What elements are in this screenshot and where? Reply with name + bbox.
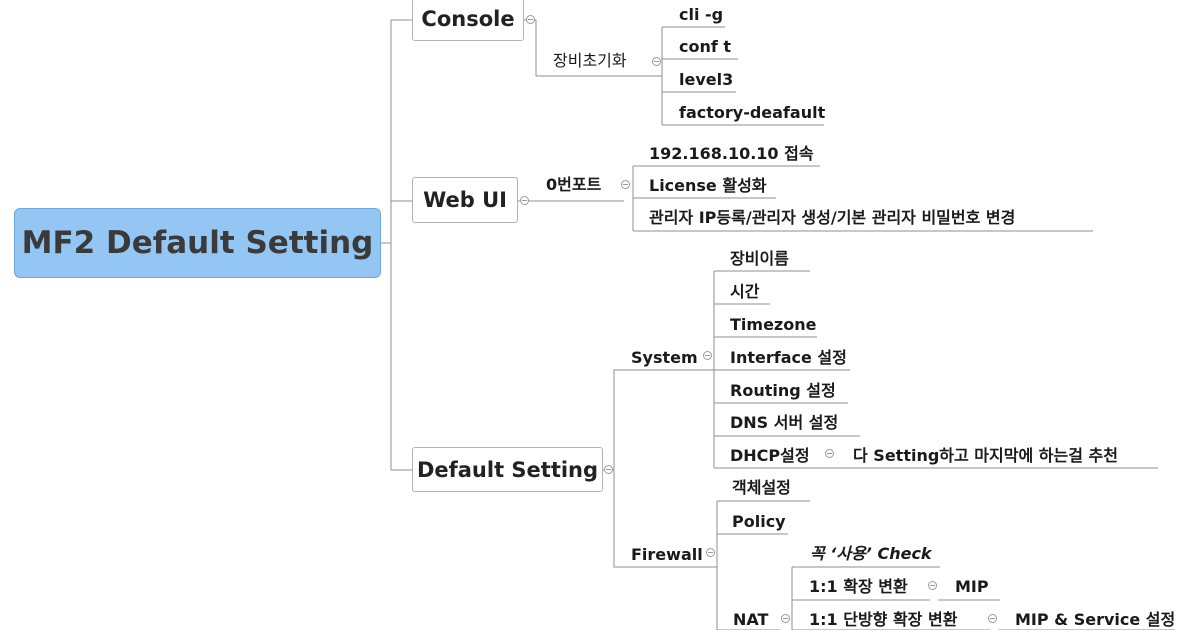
default-setting-topic[interactable]: Default Setting [412, 447, 603, 492]
init-topic[interactable]: 장비초기화 [553, 51, 627, 70]
firewall-item[interactable]: Policy [732, 512, 786, 531]
default-setting-collapse-icon[interactable] [604, 465, 613, 474]
system-topic[interactable]: System [631, 348, 698, 367]
nat-row2-label[interactable]: 1:1 단방향 확장 변환 [809, 610, 958, 629]
port-item[interactable]: 관리자 IP등록/관리자 생성/기본 관리자 비밀번호 변경 [649, 208, 1016, 227]
nat-topic[interactable]: NAT [733, 610, 769, 629]
port-collapse-icon[interactable] [621, 180, 630, 189]
nat-row1-child[interactable]: MIP [955, 577, 989, 596]
console-collapse-icon[interactable] [526, 15, 535, 24]
dhcp-note[interactable]: 다 Setting하고 마지막에 하는걸 추천 [853, 446, 1118, 465]
nat-row1-collapse-icon[interactable] [928, 581, 937, 590]
system-item[interactable]: 장비이름 [730, 249, 789, 268]
init-collapse-icon[interactable] [652, 57, 661, 66]
firewall-collapse-icon[interactable] [706, 548, 715, 557]
nat-row1-label[interactable]: 1:1 확장 변환 [809, 577, 908, 596]
init-item[interactable]: factory-deafault [679, 103, 826, 122]
init-item[interactable]: conf t [679, 37, 732, 56]
port-item[interactable]: License 활성화 [649, 176, 767, 195]
web-ui-topic[interactable]: Web UI [412, 177, 518, 223]
system-item[interactable]: 시간 [730, 282, 760, 301]
nat-row2-collapse-icon[interactable] [988, 614, 997, 623]
nat-note[interactable]: 꼭 ‘사용’ Check [810, 544, 932, 563]
init-item[interactable]: level3 [679, 70, 734, 89]
nat-collapse-icon[interactable] [781, 614, 790, 623]
system-item[interactable]: DNS 서버 설정 [730, 413, 839, 432]
system-collapse-icon[interactable] [703, 351, 712, 360]
system-item[interactable]: DHCP설정 [730, 446, 810, 465]
root-topic[interactable]: MF2 Default Setting [14, 208, 381, 278]
firewall-topic[interactable]: Firewall [631, 545, 703, 564]
nat-row2-child[interactable]: MIP & Service 설정 [1015, 610, 1176, 629]
init-item[interactable]: cli -g [679, 5, 724, 24]
webui-collapse-icon[interactable] [520, 196, 529, 205]
port-item[interactable]: 192.168.10.10 접속 [649, 144, 814, 163]
system-item[interactable]: Routing 설정 [730, 381, 836, 400]
system-item[interactable]: Timezone [730, 315, 817, 334]
system-item[interactable]: Interface 설정 [730, 348, 847, 367]
port-topic[interactable]: 0번포트 [546, 175, 602, 194]
firewall-item[interactable]: 객체설정 [732, 478, 791, 497]
console-topic[interactable]: Console [412, 0, 524, 41]
dhcp-collapse-icon[interactable] [825, 449, 834, 458]
